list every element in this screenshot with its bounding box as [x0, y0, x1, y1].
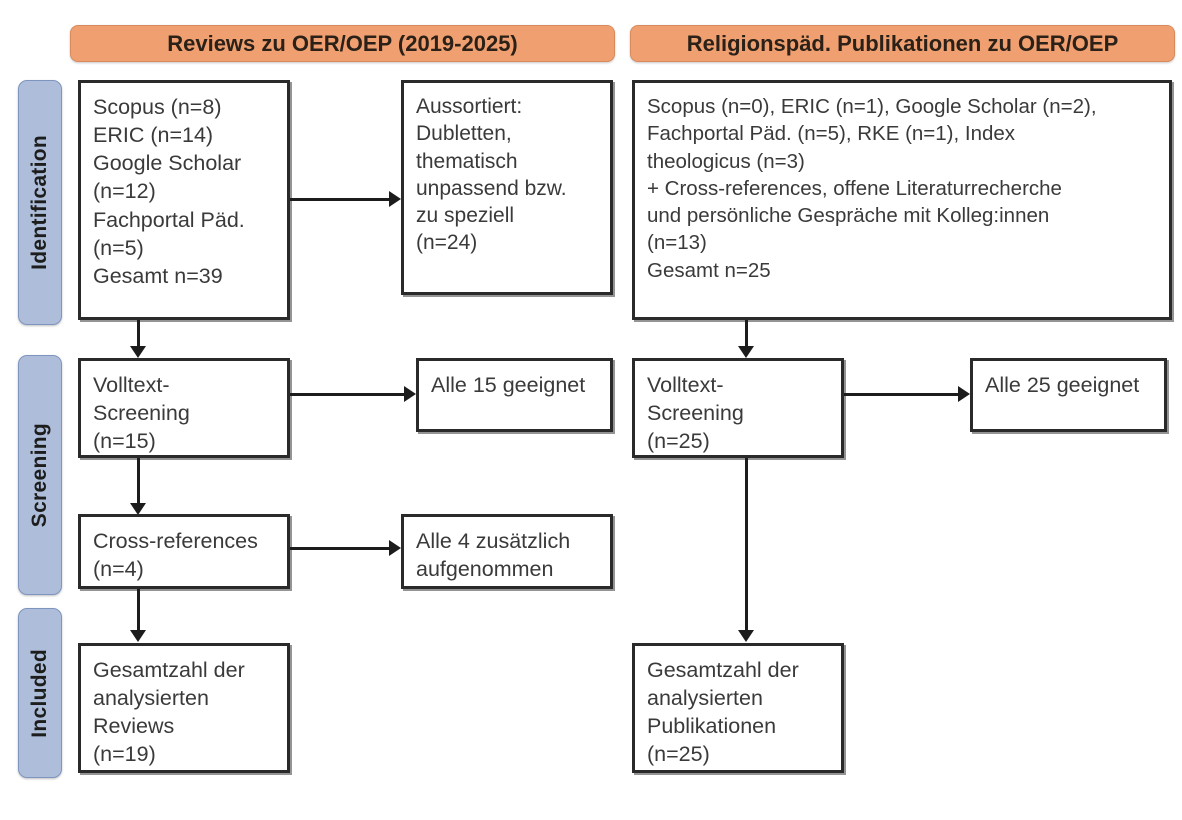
- box-left-included: Gesamtzahl der analysierten Reviews (n=1…: [78, 643, 290, 773]
- box-left-fulltext-result: Alle 15 geeignet: [416, 358, 613, 432]
- arrowhead-left-fulltext-to-result: [404, 386, 416, 402]
- stage-tab-included: Included: [18, 608, 62, 778]
- box-left-crossrefs-text: Cross-references (n=4): [93, 529, 258, 582]
- box-left-crossrefs: Cross-references (n=4): [78, 514, 290, 589]
- box-left-fulltext-screening: Volltext- Screening (n=15): [78, 358, 290, 458]
- box-right-included: Gesamtzahl der analysierten Publikatione…: [632, 643, 844, 773]
- arrowhead-right-fulltext-to-included: [738, 630, 754, 642]
- connector-right-fulltext-to-included: [745, 458, 748, 636]
- box-right-fulltext-result: Alle 25 geeignet: [970, 358, 1167, 432]
- box-right-sources-text: Scopus (n=0), ERIC (n=1), Google Scholar…: [647, 95, 1097, 282]
- column-header-religionspaed-label: Religionspäd. Publikationen zu OER/OEP: [686, 30, 1119, 56]
- connector-left-crossrefs-to-included: [137, 589, 140, 636]
- box-left-fulltext-result-text: Alle 15 geeignet: [431, 373, 586, 397]
- connector-left-crossrefs-to-result: [290, 547, 390, 550]
- stage-tab-identification-label: Identification: [28, 135, 51, 270]
- arrowhead-left-fulltext-to-crossrefs: [130, 503, 146, 515]
- column-header-religionspaed: Religionspäd. Publikationen zu OER/OEP: [630, 25, 1175, 62]
- box-left-sources-text: Scopus (n=8) ERIC (n=14) Google Scholar …: [93, 95, 245, 288]
- column-header-reviews-label: Reviews zu OER/OEP (2019-2025): [167, 30, 518, 56]
- box-right-included-text: Gesamtzahl der analysierten Publikatione…: [647, 658, 799, 767]
- box-left-excluded-text: Aussortiert: Dubletten, thematisch unpas…: [416, 95, 567, 255]
- box-right-sources: Scopus (n=0), ERIC (n=1), Google Scholar…: [632, 80, 1172, 320]
- stage-tab-screening-label: Screening: [28, 422, 51, 528]
- box-left-excluded: Aussortiert: Dubletten, thematisch unpas…: [401, 80, 613, 295]
- box-left-included-text: Gesamtzahl der analysierten Reviews (n=1…: [93, 658, 245, 767]
- connector-left-fulltext-to-crossrefs: [137, 458, 140, 509]
- box-left-crossrefs-result-text: Alle 4 zusätzlich aufgenommen: [416, 529, 571, 582]
- stage-tab-identification: Identification: [18, 80, 62, 325]
- stage-tab-screening: Screening: [18, 355, 62, 595]
- box-right-fulltext-screening-text: Volltext- Screening (n=25): [647, 373, 744, 454]
- connector-left-sources-to-fulltext: [137, 320, 140, 352]
- arrowhead-right-fulltext-to-result: [958, 386, 970, 402]
- connector-left-fulltext-to-result: [290, 393, 405, 396]
- connector-right-fulltext-to-result: [844, 393, 959, 396]
- connector-left-sources-to-excluded: [290, 198, 390, 201]
- arrowhead-right-sources-to-fulltext: [738, 346, 754, 358]
- stage-tab-included-label: Included: [28, 648, 51, 738]
- box-right-fulltext-screening: Volltext- Screening (n=25): [632, 358, 844, 458]
- box-right-fulltext-result-text: Alle 25 geeignet: [985, 373, 1140, 397]
- connector-right-sources-to-fulltext: [745, 320, 748, 352]
- box-left-crossrefs-result: Alle 4 zusätzlich aufgenommen: [401, 514, 613, 589]
- box-left-sources: Scopus (n=8) ERIC (n=14) Google Scholar …: [78, 80, 290, 320]
- arrowhead-left-sources-to-excluded: [389, 191, 401, 207]
- column-header-reviews: Reviews zu OER/OEP (2019-2025): [70, 25, 615, 62]
- arrowhead-left-sources-to-fulltext: [130, 346, 146, 358]
- box-left-fulltext-screening-text: Volltext- Screening (n=15): [93, 373, 190, 454]
- arrowhead-left-crossrefs-to-included: [130, 630, 146, 642]
- arrowhead-left-crossrefs-to-result: [389, 540, 401, 556]
